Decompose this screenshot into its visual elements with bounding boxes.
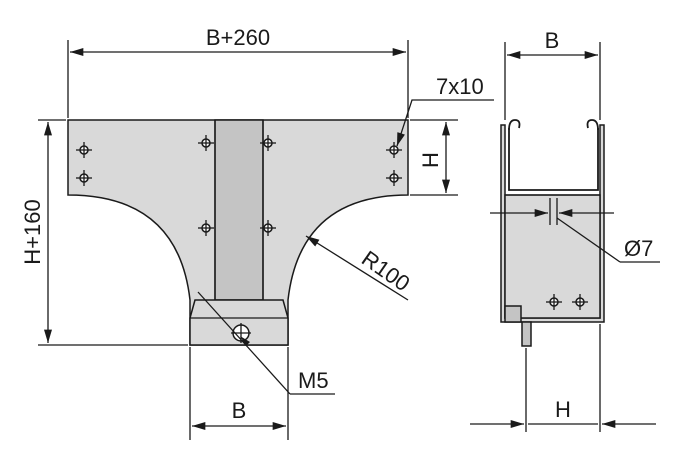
side-bolt-holes — [546, 294, 588, 310]
label-side-height: H — [418, 152, 443, 168]
dim-side-height: H — [410, 119, 458, 196]
label-hole: Ø7 — [624, 236, 653, 261]
label-screw: M5 — [298, 368, 329, 393]
dim-screw: M5 — [197, 291, 335, 395]
dim-bottom-width: B — [189, 347, 289, 440]
hook-left — [508, 119, 521, 131]
bolt-holes — [76, 135, 402, 236]
hook-right — [586, 119, 599, 131]
label-side-bottom-height: H — [555, 397, 571, 422]
dim-slot: 7x10 — [396, 74, 494, 147]
dim-side-bottom-height: H — [470, 324, 656, 432]
dim-width-total: B+260 — [67, 25, 409, 118]
dim-hole: Ø7 — [490, 209, 660, 263]
label-radius: R100 — [357, 246, 414, 297]
front-view: B+260 H+160 7x10 H R100 — [20, 25, 494, 440]
dim-height-total: H+160 — [20, 119, 188, 346]
label-height-total: H+160 — [20, 199, 45, 264]
side-view: B Ø7 H — [470, 28, 660, 432]
label-slot: 7x10 — [436, 74, 484, 99]
label-side-width: B — [545, 28, 560, 53]
center-channel — [214, 119, 264, 301]
label-width-total: B+260 — [206, 25, 270, 50]
dim-radius: R100 — [305, 235, 415, 301]
label-bottom-width: B — [232, 398, 247, 423]
side-clamp — [504, 305, 522, 323]
dim-side-width: B — [504, 28, 601, 120]
